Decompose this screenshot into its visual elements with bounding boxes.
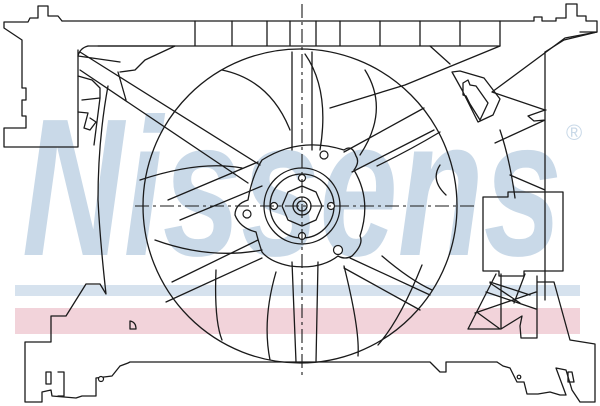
- shroud-outline: [3, 3, 598, 148]
- hub-plate: [234, 144, 366, 268]
- connector-housing: [451, 70, 501, 123]
- registered-mark-icon: ®: [566, 120, 582, 145]
- fan-assembly: [135, 4, 476, 376]
- fan-blades: [139, 53, 447, 361]
- plate-hole-bottom-right: [332, 244, 344, 256]
- mount-hole-right: [516, 374, 522, 380]
- shroud-right-frame: [329, 31, 598, 301]
- slot-right-1: [567, 371, 575, 383]
- slot-left-2: [57, 371, 65, 397]
- clip-marker-left: [129, 320, 137, 330]
- plate-hole-left: [242, 209, 252, 219]
- shroud-left-lower: [24, 85, 301, 403]
- shroud-top-bar: [61, 20, 501, 47]
- watermark-stripe-red: [15, 308, 580, 334]
- fan-spokes: [165, 51, 435, 363]
- watermark-stripe-blue: [15, 285, 580, 296]
- right-lower-bracket: [467, 273, 596, 403]
- slot-left-1: [45, 371, 52, 385]
- resistor-box: [482, 191, 564, 277]
- hub-octagon: [281, 185, 323, 227]
- mount-hole-left: [97, 375, 105, 383]
- shroud-bottom-edge: [299, 361, 498, 373]
- plate-hole-top-right: [319, 150, 329, 160]
